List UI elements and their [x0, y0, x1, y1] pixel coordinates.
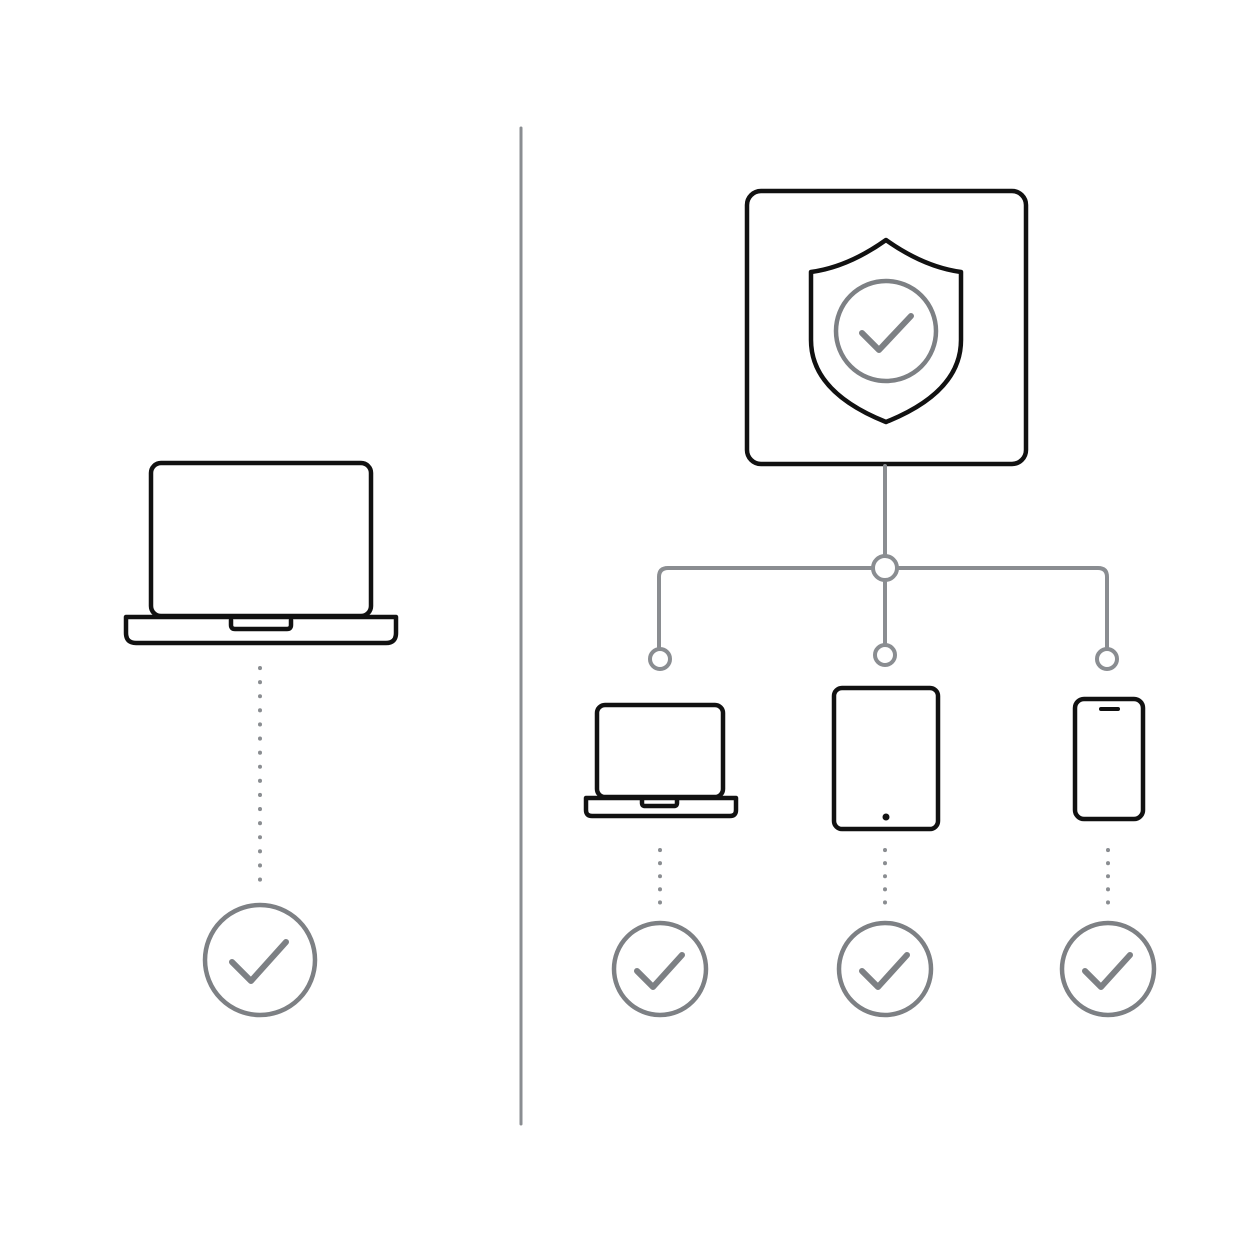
tablet-icon — [831, 685, 941, 832]
security-hub-box — [744, 188, 1029, 467]
right-check-circle-icon-2 — [836, 920, 934, 1018]
right-laptop-icon — [583, 702, 739, 819]
left-laptop-icon — [123, 460, 399, 646]
shield-icon — [808, 237, 964, 425]
right-check-circle-icon-1 — [611, 920, 709, 1018]
shield-check-icon — [833, 278, 939, 384]
left-check-circle-icon — [202, 902, 318, 1018]
hub-connector-tree — [648, 464, 1119, 671]
right-check-circle-icon-3 — [1059, 920, 1157, 1018]
phone-icon — [1072, 696, 1146, 822]
